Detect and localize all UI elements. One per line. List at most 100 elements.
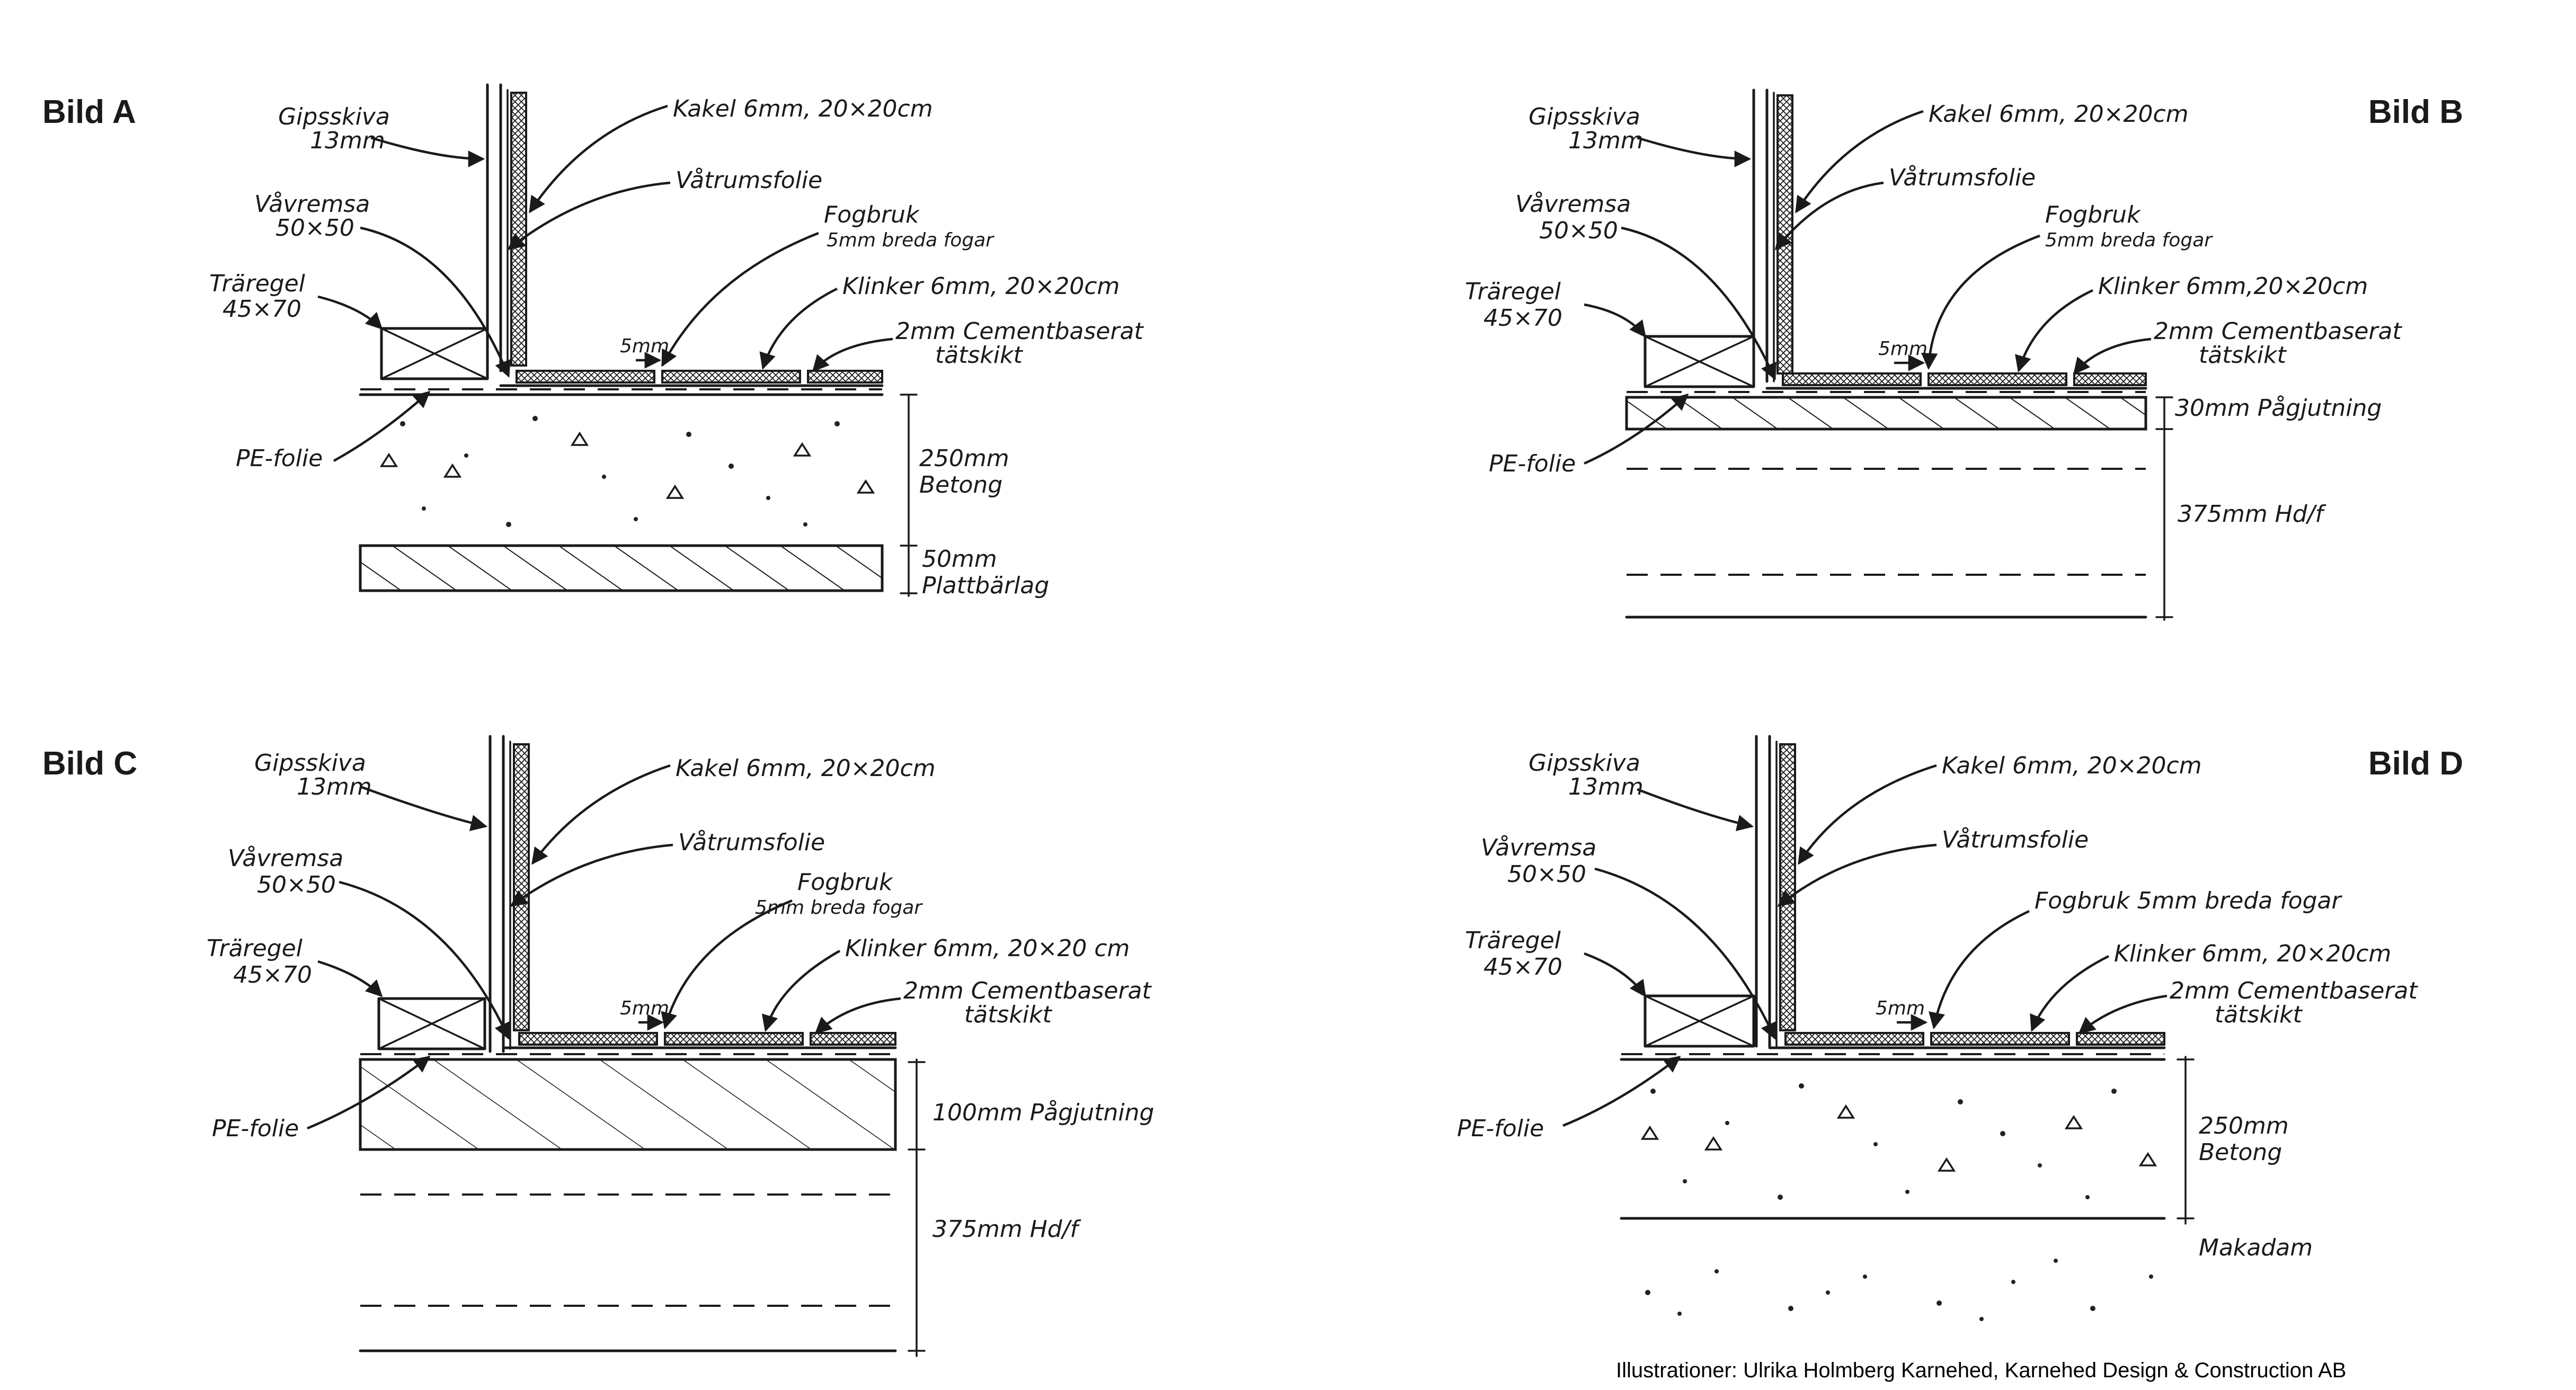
panel-a-klinker-label: Klinker 6mm, 20×20cm — [842, 273, 1120, 300]
panel-d-layer2-label: Makadam — [2199, 1234, 2313, 1261]
panel-b-dimension-line — [2155, 396, 2173, 621]
panel-a: Bild A — [42, 83, 1144, 599]
panel-b-layer1-label: 30mm Pågjutning — [2175, 395, 2382, 422]
panel-c-gipsskiva-label: Gipsskiva — [254, 750, 366, 777]
panel-c-vavremsa-size: 50×50 — [257, 871, 336, 898]
panel-d-betong-layer — [1620, 1058, 2166, 1220]
panel-d-layer1-name: Betong — [2199, 1139, 2282, 1166]
panel-b-pefolie-label: PE-folie — [1489, 450, 1576, 477]
panel-a-betong-layer — [359, 393, 884, 547]
panel-a-pefolie-label: PE-folie — [236, 445, 323, 472]
panel-c-dimension-line — [908, 1058, 926, 1357]
panel-d-betong-aggregate — [1640, 1083, 2157, 1200]
panel-d-floor-tiles — [1768, 1032, 2166, 1049]
panel-d: Bild D — [1457, 735, 2463, 1321]
panel-c-vatrumsfolie-label: Våtrumsfolie — [678, 829, 825, 856]
panel-c-vavremsa-label: Våvremsa — [228, 845, 343, 872]
panel-d-tatskikt-label: 2mm Cementbaserat — [2170, 977, 2419, 1004]
panel-c-hdf-layer — [359, 1193, 897, 1352]
panel-c-wall — [488, 735, 530, 1053]
panel-a-betong-aggregate — [379, 416, 875, 527]
panel-a-gipsskiva-label: Gipsskiva — [278, 103, 390, 130]
panel-a-layer2-name: Plattbärlag — [922, 572, 1049, 599]
panel-c-traregel-label: Träregel — [207, 935, 303, 962]
panel-a-kakel-label: Kakel 6mm, 20×20cm — [673, 95, 933, 122]
panel-a-tatskikt-label: 2mm Cementbaserat — [895, 318, 1144, 345]
panel-b: Bild B Gi — [1465, 88, 2463, 621]
panel-d-vavremsa-size: 50×50 — [1507, 861, 1586, 888]
panel-b-vatrumsfolie-label: Våtrumsfolie — [1889, 164, 2036, 191]
panel-b-tatskikt-label: 2mm Cementbaserat — [2154, 318, 2403, 345]
panel-b-klinker-label: Klinker 6mm,20×20cm — [2098, 273, 2368, 300]
panel-c-tatskikt-label: 2mm Cementbaserat — [903, 977, 1152, 1004]
panel-c-pefolie-label: PE-folie — [212, 1115, 299, 1142]
panel-c-fogbruk-detail: 5mm breda fogar — [755, 897, 923, 919]
panel-c-fogbruk-label: Fogbruk — [797, 869, 893, 896]
panel-d-fogbruk-label: Fogbruk 5mm breda fogar — [2035, 887, 2343, 914]
panel-a-fogbruk-label: Fogbruk — [824, 201, 920, 228]
panel-c-pagjutning-layer — [359, 1058, 897, 1151]
panel-d-traregel-label: Träregel — [1465, 927, 1561, 954]
panel-a-layer2-thickness: 50mm — [922, 546, 997, 573]
panel-b-traregel-stud — [1644, 335, 1755, 388]
panel-c-gap-label: 5mm — [620, 997, 669, 1019]
panel-a-gap-label: 5mm — [620, 335, 669, 357]
panel-c-kakel-label: Kakel 6mm, 20×20cm — [676, 755, 936, 782]
panel-d-gipsskiva-label: Gipsskiva — [1529, 750, 1640, 777]
panel-a-tatskikt-sub: tätskikt — [935, 342, 1024, 369]
panel-b-traregel-label: Träregel — [1465, 278, 1561, 305]
panel-a-plattbarlag-layer — [359, 544, 884, 592]
panel-c-traregel-stud — [377, 997, 486, 1050]
panel-c-layer2-label: 375mm Hd/f — [932, 1216, 1082, 1243]
panel-b-tatskikt-sub: tätskikt — [2199, 342, 2287, 369]
panel-a-vavremsa-label: Våvremsa — [254, 191, 370, 218]
panel-a-vavremsa-size: 50×50 — [276, 215, 354, 242]
panel-b-pagjutning-layer — [1625, 396, 2147, 431]
panel-c-gipsskiva-size: 13mm — [297, 773, 372, 800]
panel-d-vatrumsfolie-label: Våtrumsfolie — [1942, 826, 2089, 853]
panel-b-gipsskiva-label: Gipsskiva — [1529, 103, 1640, 130]
panel-d-traregel-size: 45×70 — [1484, 954, 1562, 981]
panel-b-fogbruk-label: Fogbruk — [2045, 201, 2141, 228]
panel-c-title: Bild C — [42, 745, 137, 782]
panel-a-gipsskiva-size: 13mm — [310, 127, 385, 154]
panel-b-vavremsa-label: Våvremsa — [1515, 191, 1631, 218]
panel-a-layer1-thickness: 250mm — [919, 445, 1009, 472]
panel-d-gap-label: 5mm — [1876, 997, 1925, 1019]
panel-b-gap-label: 5mm — [1878, 338, 1927, 360]
panel-c-traregel-size: 45×70 — [233, 961, 312, 988]
panel-a-traregel-size: 45×70 — [223, 296, 301, 323]
panel-d-makadam-layer — [1645, 1259, 2153, 1321]
panel-d-traregel-stud — [1644, 994, 1755, 1048]
panel-b-fogbruk-detail: 5mm breda fogar — [2045, 229, 2213, 251]
panel-c-klinker-label: Klinker 6mm, 20×20 cm — [845, 935, 1130, 962]
panel-b-gipsskiva-size: 13mm — [1568, 127, 1644, 154]
panel-a-traregel-stud — [380, 327, 489, 380]
panel-c-floor-tiles — [502, 1032, 897, 1049]
panel-b-hdf-layer — [1625, 468, 2147, 619]
panel-d-layer1-thickness: 250mm — [2199, 1112, 2289, 1139]
panel-d-klinker-label: Klinker 6mm, 20×20cm — [2114, 940, 2391, 967]
panel-a-layer1-name: Betong — [919, 471, 1002, 498]
panel-b-title: Bild B — [2368, 94, 2463, 130]
panel-a-kakel-wall — [510, 92, 527, 367]
panel-a-dimension-line — [900, 394, 918, 597]
panel-b-vavremsa-size: 50×50 — [1539, 217, 1618, 244]
panel-d-title: Bild D — [2368, 745, 2463, 782]
panel-b-traregel-size: 45×70 — [1484, 305, 1562, 332]
panel-d-gipsskiva-size: 13mm — [1568, 773, 1644, 800]
illustration-credit: Illustrationer: Ulrika Holmberg Karnehed… — [1616, 1359, 2346, 1382]
panel-d-tatskikt-sub: tätskikt — [2215, 1001, 2303, 1028]
panel-a-wall — [486, 83, 527, 375]
panel-d-pefolie-label: PE-folie — [1457, 1115, 1544, 1142]
panel-c: Bild C Gi — [42, 735, 1154, 1357]
panel-b-layer2-label: 375mm Hd/f — [2178, 501, 2327, 528]
panel-d-vavremsa-label: Våvremsa — [1481, 834, 1596, 861]
panel-d-kakel-label: Kakel 6mm, 20×20cm — [1942, 752, 2202, 779]
panel-d-wall — [1755, 735, 1796, 1048]
panel-a-vatrumsfolie-label: Våtrumsfolie — [676, 167, 822, 194]
panel-b-kakel-label: Kakel 6mm, 20×20cm — [1929, 101, 2189, 128]
panel-a-title: Bild A — [42, 94, 136, 130]
panel-b-floor-tiles — [1765, 372, 2147, 390]
